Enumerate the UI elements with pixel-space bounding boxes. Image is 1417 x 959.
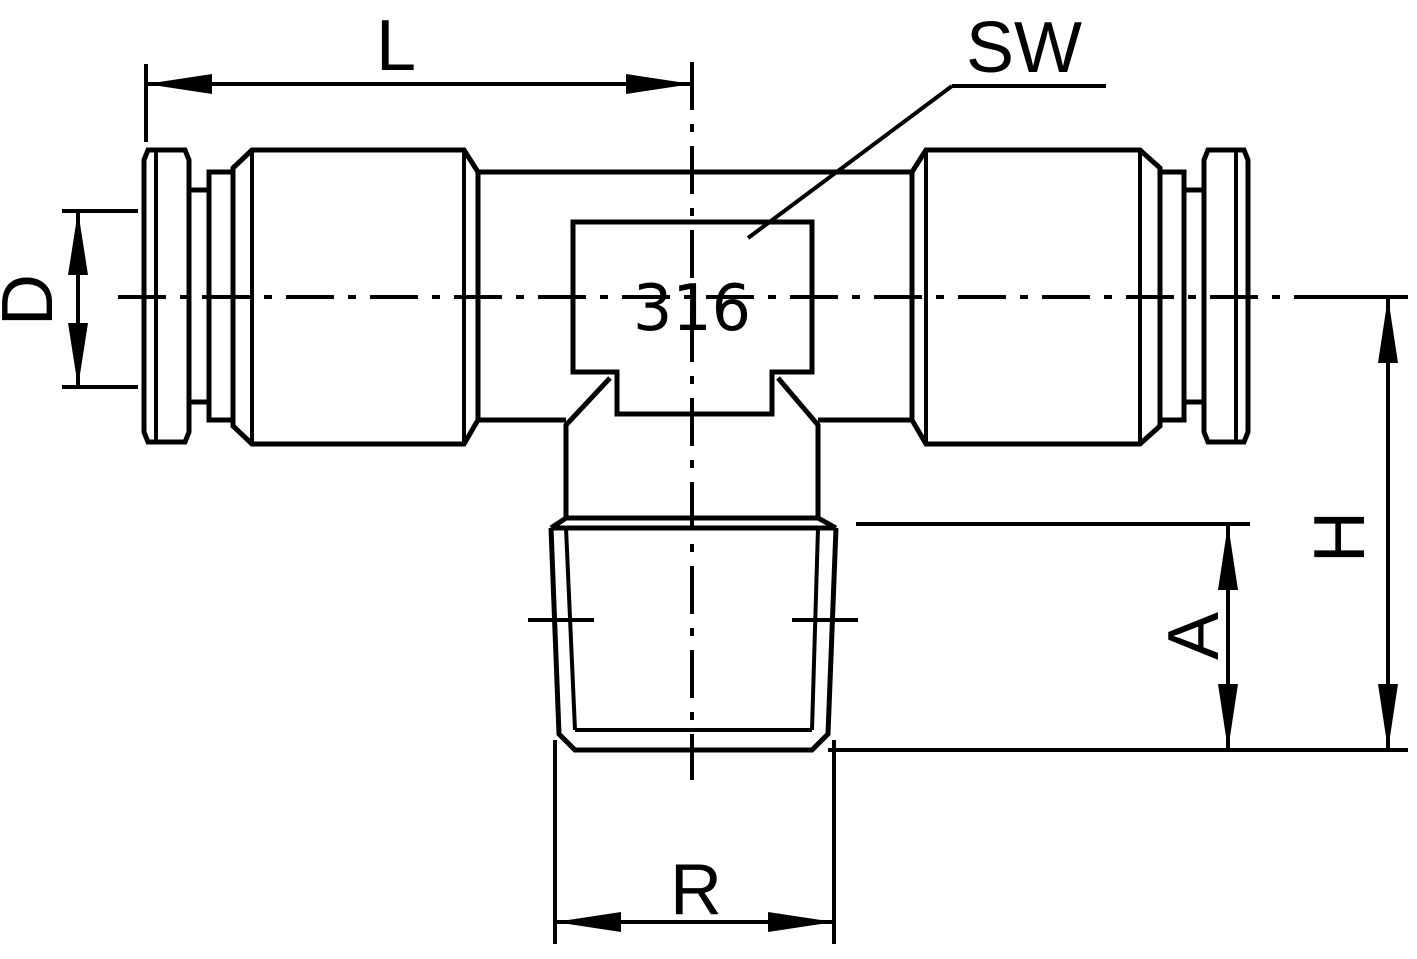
centerlines xyxy=(118,62,1300,780)
dimension-L: L xyxy=(144,6,692,142)
right-union-nut xyxy=(909,147,1163,447)
dimension-H: H xyxy=(828,295,1408,752)
label-A: A xyxy=(1154,612,1234,660)
label-H: H xyxy=(1300,511,1380,563)
label-R: R xyxy=(670,850,722,930)
dimension-A: A xyxy=(856,522,1250,750)
label-SW: SW xyxy=(966,8,1082,88)
label-D: D xyxy=(0,274,68,326)
leader-SW: SW xyxy=(746,8,1106,240)
hex-body: 316 xyxy=(563,219,821,518)
dimension-D: D xyxy=(0,209,138,389)
dimension-R: R xyxy=(553,740,836,944)
label-L: L xyxy=(376,6,416,86)
